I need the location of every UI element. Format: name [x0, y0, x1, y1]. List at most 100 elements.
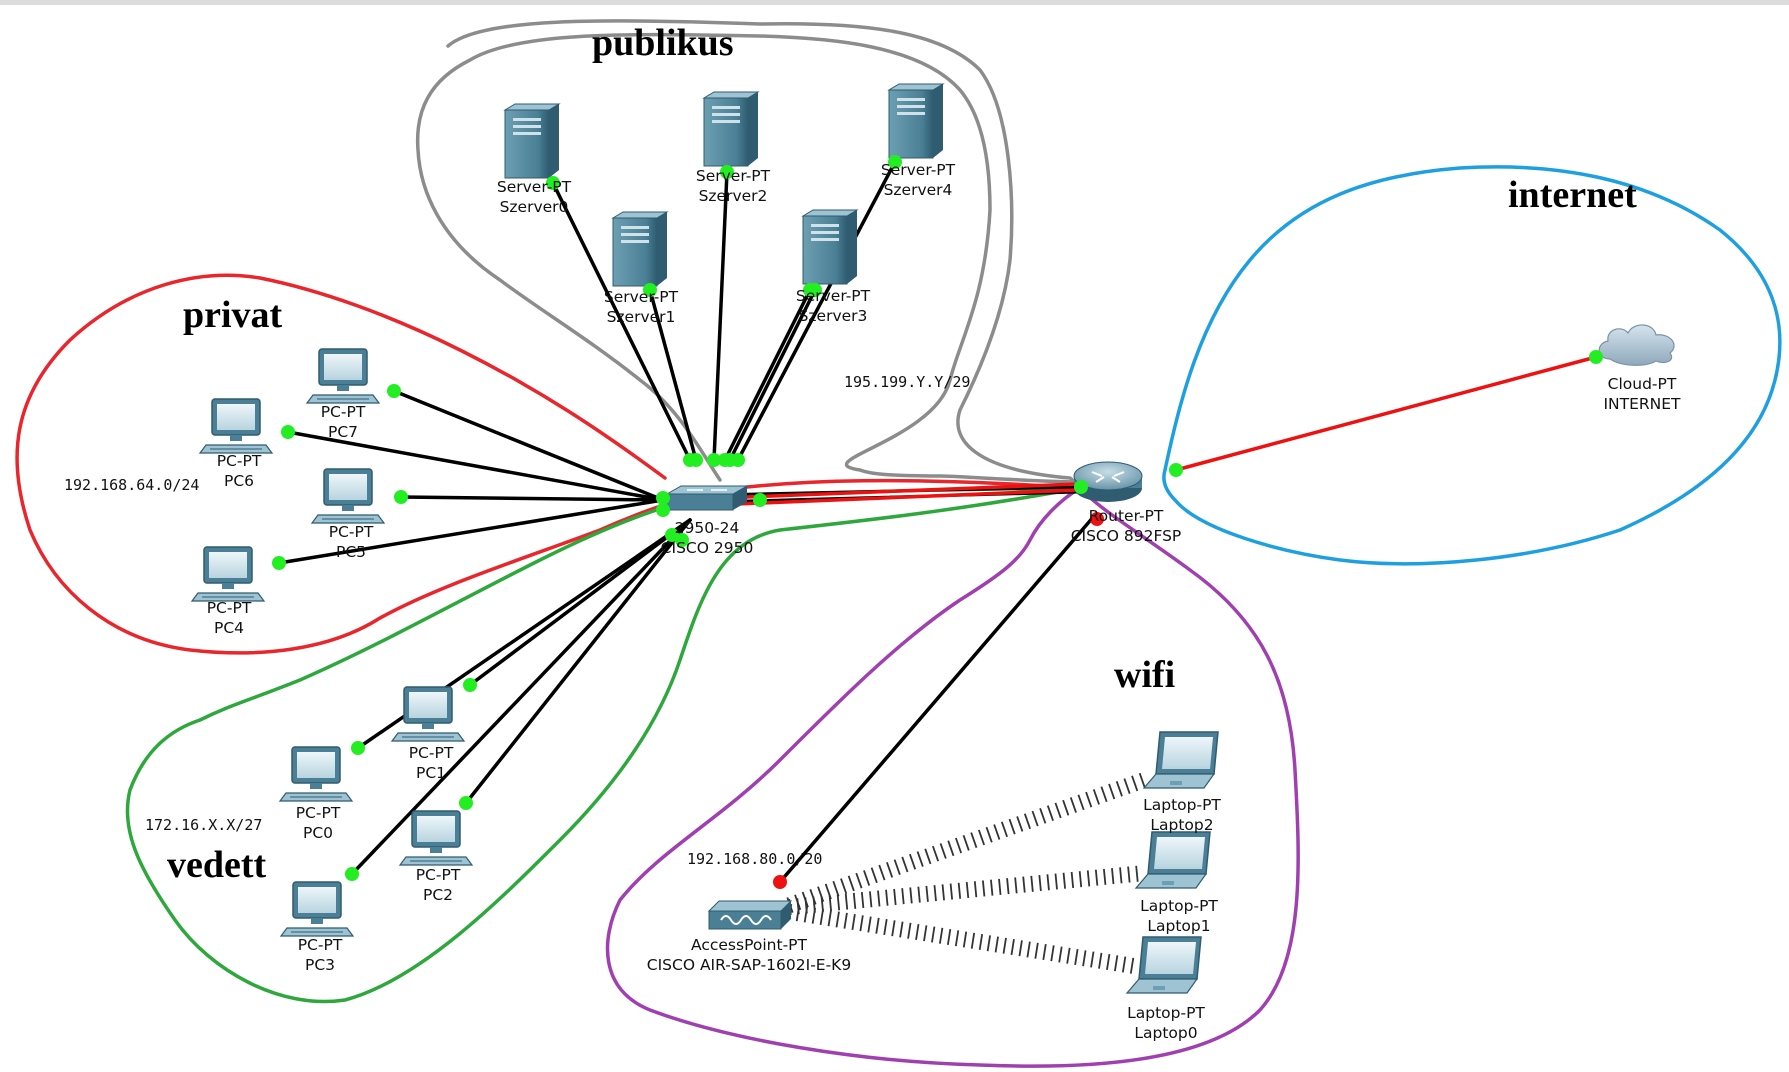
- port-cloud: [1589, 350, 1603, 364]
- link-szerver3-switch: [728, 288, 817, 462]
- device-name-pc2: PC2: [423, 886, 453, 904]
- device-type-szerver3: Server-PT: [796, 287, 871, 305]
- port-router-ap: [1090, 512, 1104, 526]
- link-szerver3-switch: [723, 288, 812, 462]
- wireless-link-laptop1: [788, 865, 1139, 916]
- pc-icon-pc1[interactable]: [390, 686, 466, 742]
- server-icon-szerver0[interactable]: [503, 103, 561, 179]
- zone-publikus-outline: [415, 19, 1077, 484]
- port-pc7: [387, 384, 401, 398]
- zone-title-wifi: wifi: [1114, 654, 1175, 696]
- port-indicator-layer: [272, 155, 1603, 889]
- pc-icon-pc6[interactable]: [198, 398, 274, 454]
- device-name-pc5: PC5: [336, 543, 366, 561]
- port-pc3: [345, 867, 359, 881]
- link-szerver1-switch: [648, 288, 698, 462]
- zone-title-privat: privat: [183, 294, 283, 336]
- device-type-router: Router-PT: [1089, 507, 1164, 525]
- device-type-ap: AccessPoint-PT: [691, 936, 807, 954]
- port-switch-szerver2-2: [707, 453, 721, 467]
- link-pc5-switch: [399, 495, 665, 502]
- cloud-icon[interactable]: [1598, 324, 1675, 366]
- pc-icon-pc0[interactable]: [278, 746, 354, 802]
- zone-title-internet: internet: [1508, 174, 1637, 216]
- link-szerver0-switch: [551, 181, 692, 462]
- device-type-cloud: Cloud-PT: [1608, 375, 1677, 393]
- laptop-icon-laptop0[interactable]: [1125, 936, 1202, 994]
- subnet-label-publikus: 195.199.Y.Y/29: [844, 373, 970, 391]
- port-switch-priv-2: [656, 503, 670, 517]
- port-pc4: [272, 556, 286, 570]
- device-type-szerver2: Server-PT: [696, 167, 771, 185]
- port-pc6: [281, 425, 295, 439]
- port-pc0: [351, 741, 365, 755]
- subnet-label-wifi: 192.168.80.0/20: [687, 850, 822, 868]
- device-type-pc2: PC-PT: [416, 866, 461, 884]
- router-icon[interactable]: [1073, 461, 1143, 502]
- subnet-label-privat: 192.168.64.0/24: [64, 476, 199, 494]
- laptop-icon-laptop2[interactable]: [1142, 731, 1219, 789]
- pc-icon-pc5[interactable]: [310, 468, 386, 524]
- device-type-szerver1: Server-PT: [604, 288, 679, 306]
- port-ap: [773, 875, 787, 889]
- link-switch-router-serial-2: [718, 482, 1080, 500]
- zone-title-publikus: publikus: [592, 22, 734, 64]
- device-type-szerver0: Server-PT: [497, 178, 572, 196]
- port-pc2: [459, 796, 473, 810]
- link-pc3-switch: [350, 518, 692, 876]
- port-router-wan: [1169, 463, 1183, 477]
- device-name-pc1: PC1: [416, 764, 446, 782]
- device-name-pc7: PC7: [328, 423, 358, 441]
- device-type-laptop0: Laptop-PT: [1127, 1004, 1205, 1022]
- link-layer: [277, 160, 1598, 974]
- access-point-icon[interactable]: [707, 900, 793, 930]
- device-name-laptop2: Laptop2: [1150, 816, 1213, 834]
- server-icon-szerver1[interactable]: [611, 211, 669, 287]
- port-szerver1-1: [643, 283, 657, 297]
- device-type-pc1: PC-PT: [409, 744, 454, 762]
- server-icon-szerver3[interactable]: [801, 209, 859, 285]
- device-type-pc3: PC-PT: [298, 936, 343, 954]
- device-name-szerver2: Szerver2: [699, 187, 768, 205]
- port-switch-ved-2: [675, 533, 689, 547]
- device-name-szerver4: Szerver4: [884, 181, 953, 199]
- port-pc1: [463, 678, 477, 692]
- device-name-laptop0: Laptop0: [1134, 1024, 1197, 1042]
- pc-icon-pc7[interactable]: [305, 348, 381, 404]
- server-icon-szerver4[interactable]: [887, 83, 945, 159]
- device-type-pc6: PC-PT: [217, 452, 262, 470]
- switch-icon[interactable]: [665, 485, 749, 511]
- port-szerver3-4: [808, 283, 822, 297]
- link-pc1-switch: [468, 518, 692, 687]
- zone-privat-outline: [15, 273, 1082, 655]
- pc-icon-pc4[interactable]: [190, 546, 266, 602]
- link-router-ap: [778, 513, 1097, 884]
- port-szerver4-5: [888, 155, 902, 169]
- port-szerver0-0: [546, 176, 560, 190]
- link-router-cloud: [1174, 355, 1598, 472]
- zone-vedett-outline: [125, 486, 1082, 1004]
- device-name-pc0: PC0: [303, 824, 333, 842]
- laptop-icon-laptop1[interactable]: [1134, 831, 1211, 889]
- link-szerver4-switch: [736, 160, 897, 462]
- device-name-router: CISCO 892FSP: [1071, 527, 1182, 545]
- device-type-switch: 2950-24: [675, 519, 740, 537]
- device-name-pc4: PC4: [214, 619, 244, 637]
- device-name-ap: CISCO AIR-SAP-1602I-E-K9: [647, 956, 851, 974]
- pc-icon-pc3[interactable]: [279, 881, 355, 937]
- port-router-lan: [1074, 480, 1088, 494]
- link-pc6-switch: [286, 430, 665, 502]
- link-pc4-switch: [277, 498, 665, 565]
- zone-wifi-outline: [605, 486, 1300, 1068]
- server-icon-szerver2[interactable]: [702, 91, 760, 167]
- link-pc7-switch: [392, 389, 665, 502]
- device-layer: [190, 83, 1675, 994]
- device-type-pc5: PC-PT: [329, 523, 374, 541]
- device-type-laptop2: Laptop-PT: [1143, 796, 1221, 814]
- device-type-pc0: PC-PT: [296, 804, 341, 822]
- link-szerver2-switch: [712, 170, 729, 462]
- pc-icon-pc2[interactable]: [398, 810, 474, 866]
- port-pc5: [394, 490, 408, 504]
- wireless-link-laptop2: [786, 772, 1146, 913]
